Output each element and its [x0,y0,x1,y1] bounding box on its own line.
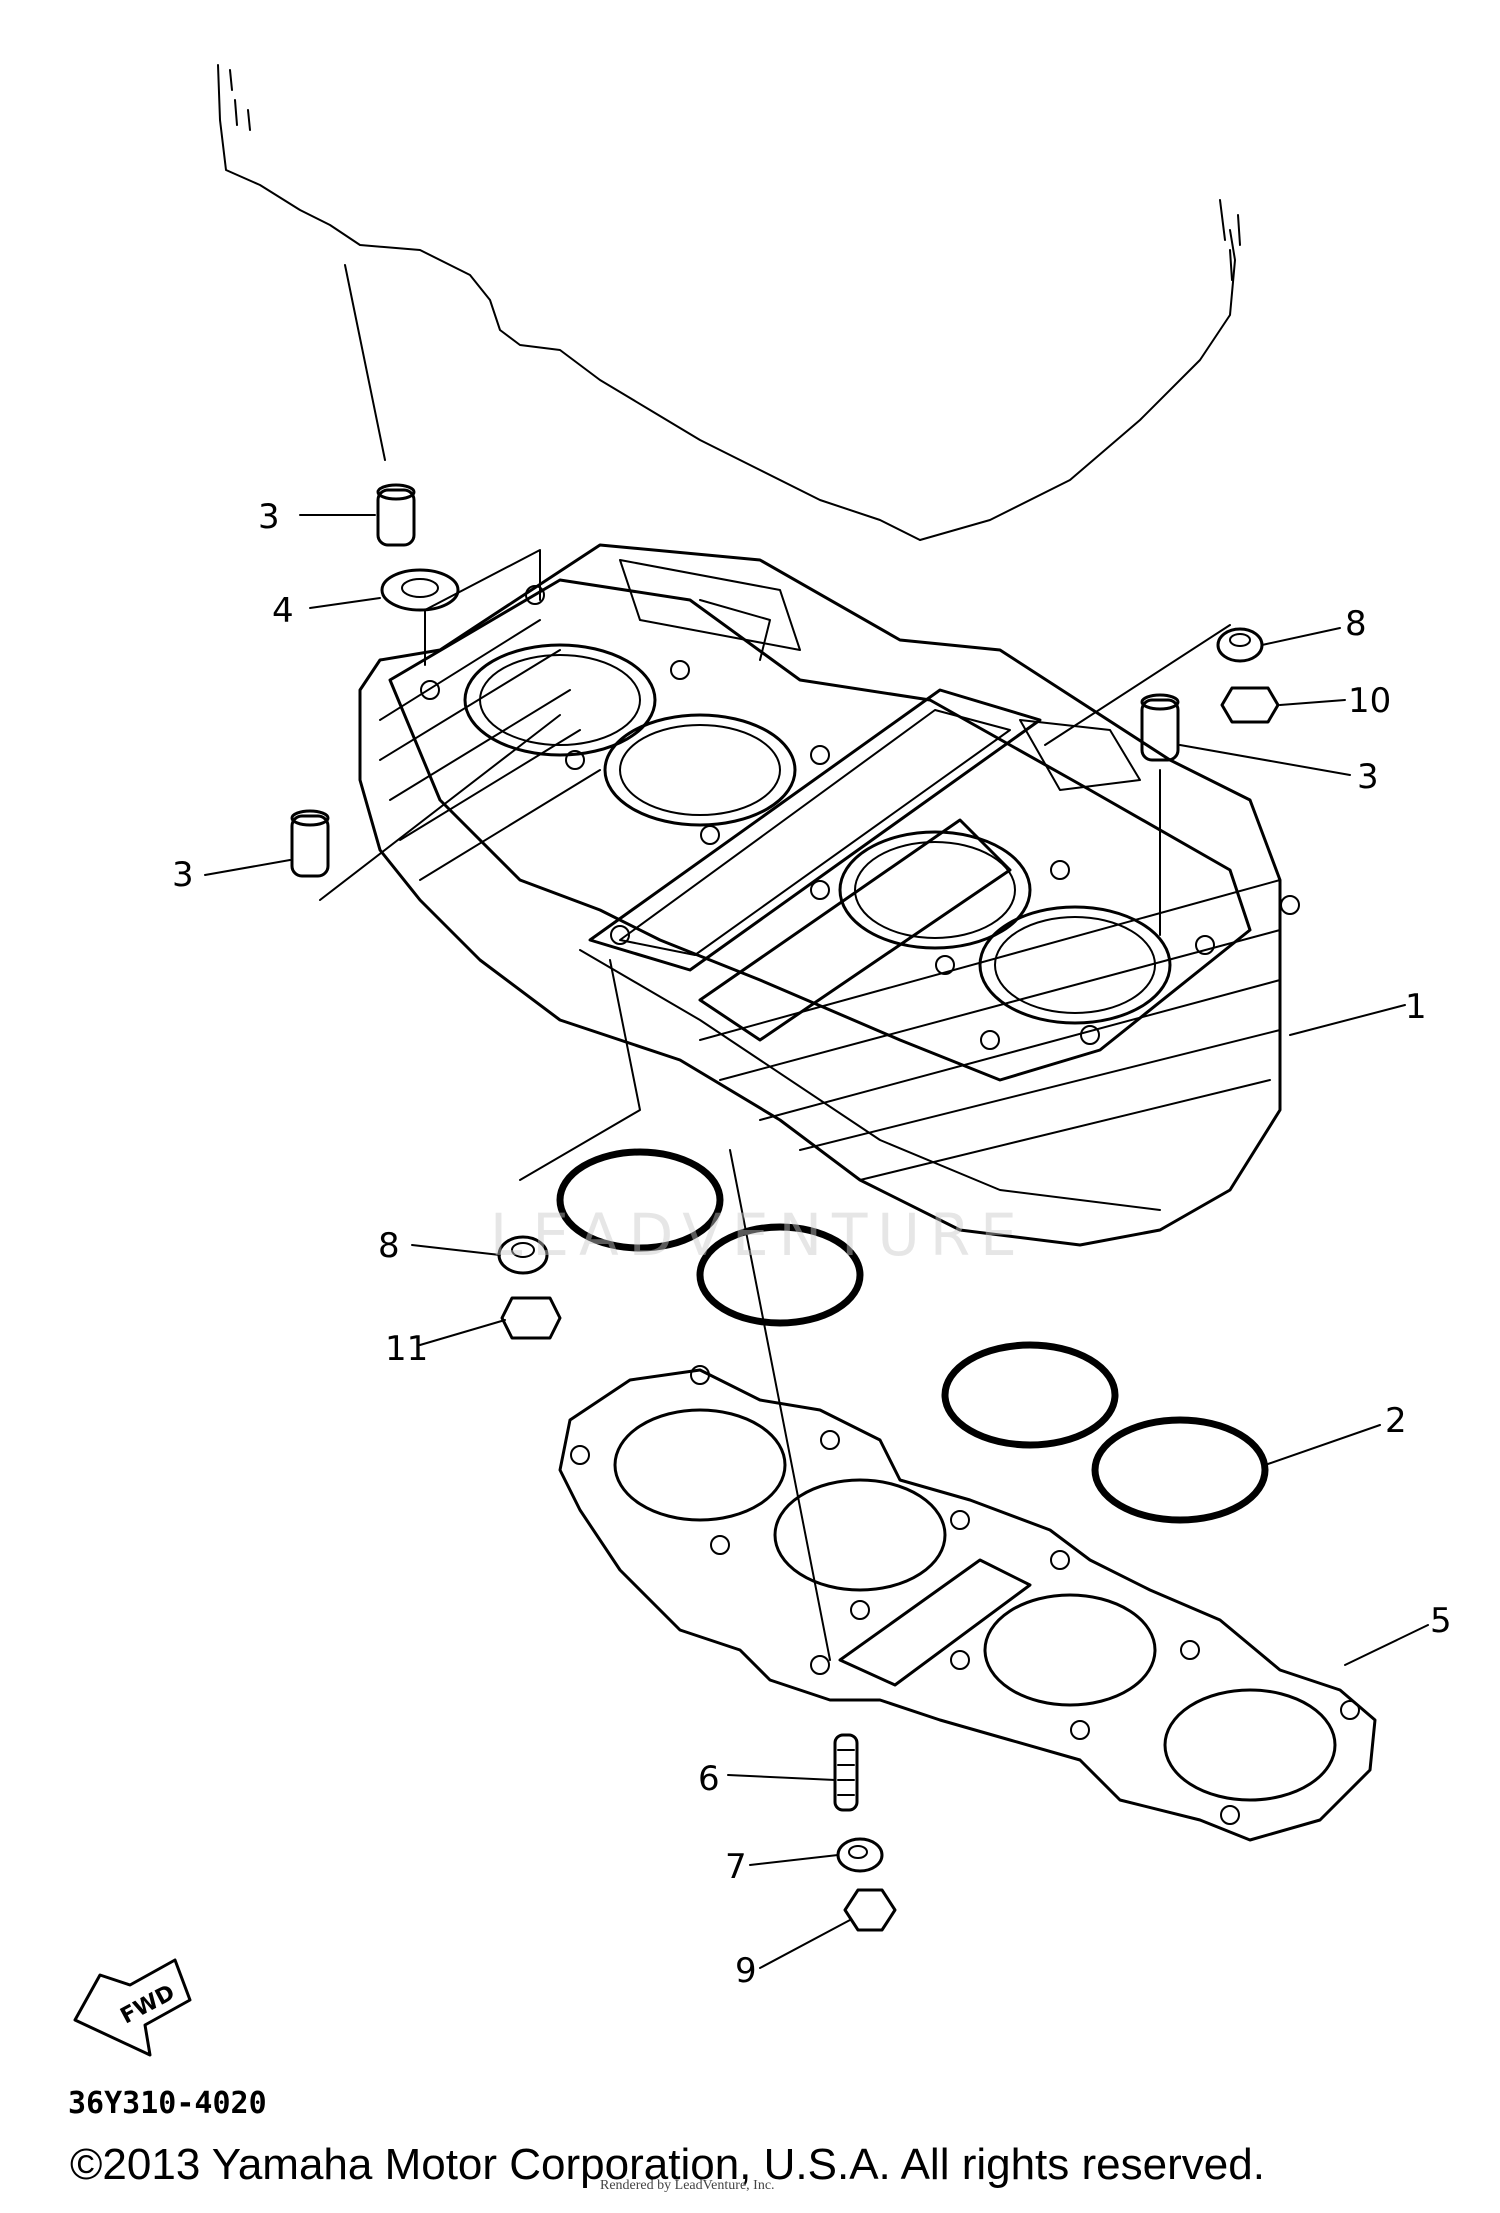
callout-11: 11 [385,1329,428,1369]
copyright-notice: ©2013 Yamaha Motor Corporation, U.S.A. A… [70,2140,1265,2189]
watermark: LEADVENTURE [490,1201,1027,1269]
callout-9: 9 [735,1951,757,1991]
leader-lines [204,514,1429,1969]
cylinder-head-outline [217,64,1241,541]
part-code: 36Y310-4020 [68,2086,267,2121]
base-gasket [558,1365,1377,1842]
callout-4: 4 [272,591,294,631]
o-rings [556,1148,1269,1524]
callout-3c: 3 [1357,757,1379,797]
callout-1: 1 [1405,987,1427,1027]
callout-3b: 3 [172,855,194,895]
rendered-by-note: Rendered by LeadVenture, Inc. [600,2178,775,2193]
callout-8a: 8 [1345,604,1367,644]
callout-5: 5 [1430,1601,1452,1641]
callout-7: 7 [725,1847,747,1887]
callout-3a: 3 [258,497,280,537]
forward-arrow-icon: FWD [73,1958,192,2057]
cylinder-block [358,543,1300,1247]
callout-10: 10 [1348,681,1391,721]
callout-8b: 8 [378,1226,400,1266]
callout-6: 6 [698,1759,720,1799]
alignment-lines [319,264,1231,1661]
callout-2: 2 [1385,1401,1407,1441]
